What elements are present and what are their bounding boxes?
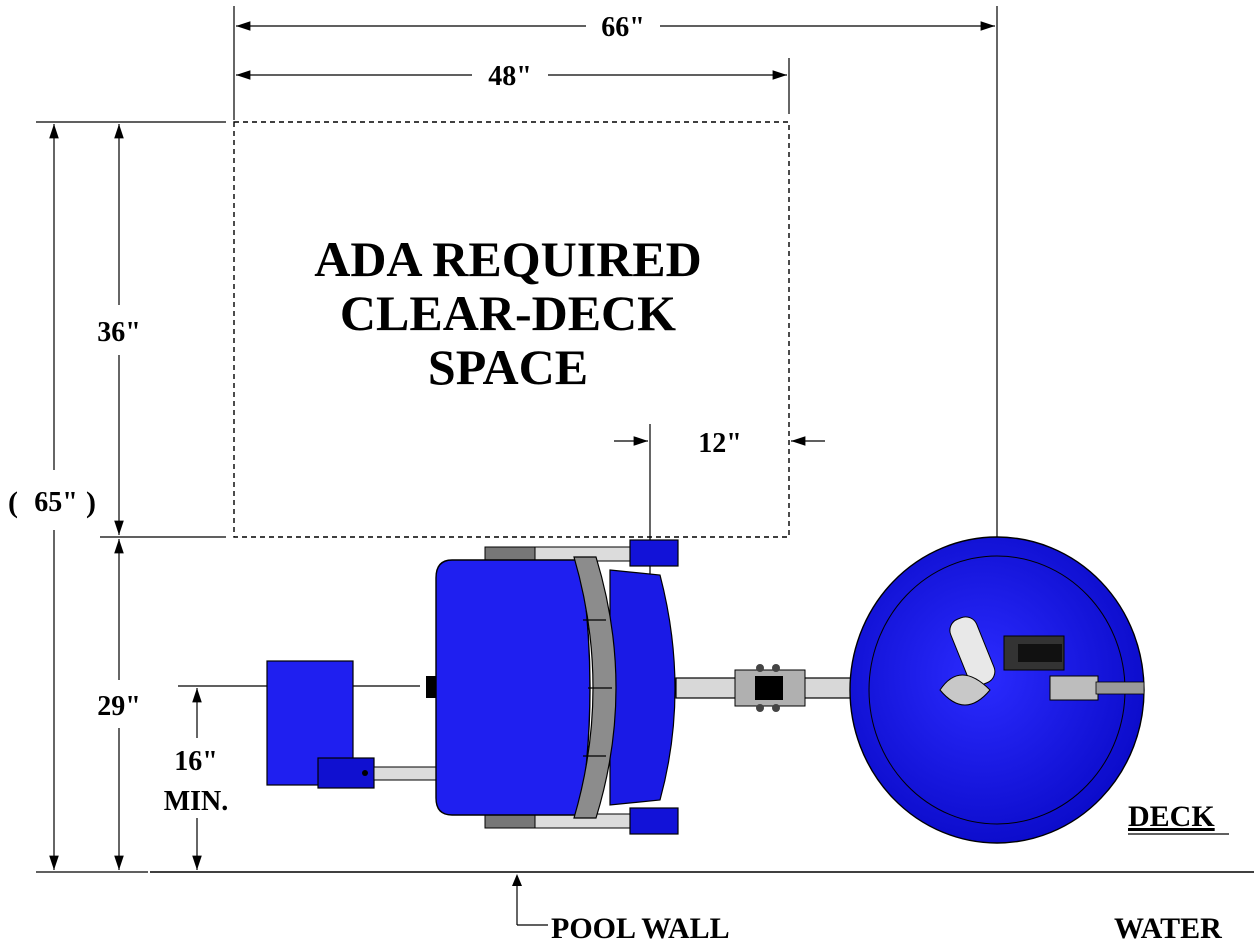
total-depth-close: ): [86, 486, 96, 519]
zone-title-line2: CLEAR-DECK: [340, 285, 676, 341]
offset-dimension: 12": [614, 424, 825, 600]
pool-wall-line: POOL WALL: [150, 871, 1254, 942]
overall-width-label: 66": [601, 12, 645, 43]
min-distance-dimension: 16" MIN.: [164, 685, 420, 870]
clear-deck-zone: ADA REQUIRED CLEAR-DECK SPACE: [233, 121, 790, 538]
zone-title-line3: SPACE: [428, 339, 588, 395]
deck-label: DECK: [1128, 800, 1215, 833]
clear-width-label: 48": [488, 61, 532, 92]
min-distance-value: 16": [174, 746, 218, 777]
water-label: WATER: [1114, 912, 1222, 942]
zone-title-line1: ADA REQUIRED: [314, 231, 702, 287]
lift-base: [849, 536, 1145, 844]
battery-box: [266, 660, 437, 789]
min-distance-label: MIN.: [164, 786, 229, 817]
lift-seat-unit: [426, 539, 679, 835]
offset-label: 12": [698, 428, 742, 459]
total-depth-label: 65": [34, 487, 78, 518]
total-depth-dimension: ( 65" ): [8, 124, 96, 870]
pool-wall-label: POOL WALL: [551, 912, 730, 942]
clear-width-dimension: 48": [236, 58, 790, 114]
deck-label-group: DECK: [1128, 800, 1229, 835]
lift-depth-label: 29": [97, 691, 141, 722]
total-depth-open: (: [8, 486, 18, 519]
left-extension-lines: [36, 121, 226, 873]
clear-depth-dimension: 36": [97, 124, 141, 535]
lift-depth-dimension: 29": [97, 539, 141, 870]
clear-depth-label: 36": [97, 317, 141, 348]
